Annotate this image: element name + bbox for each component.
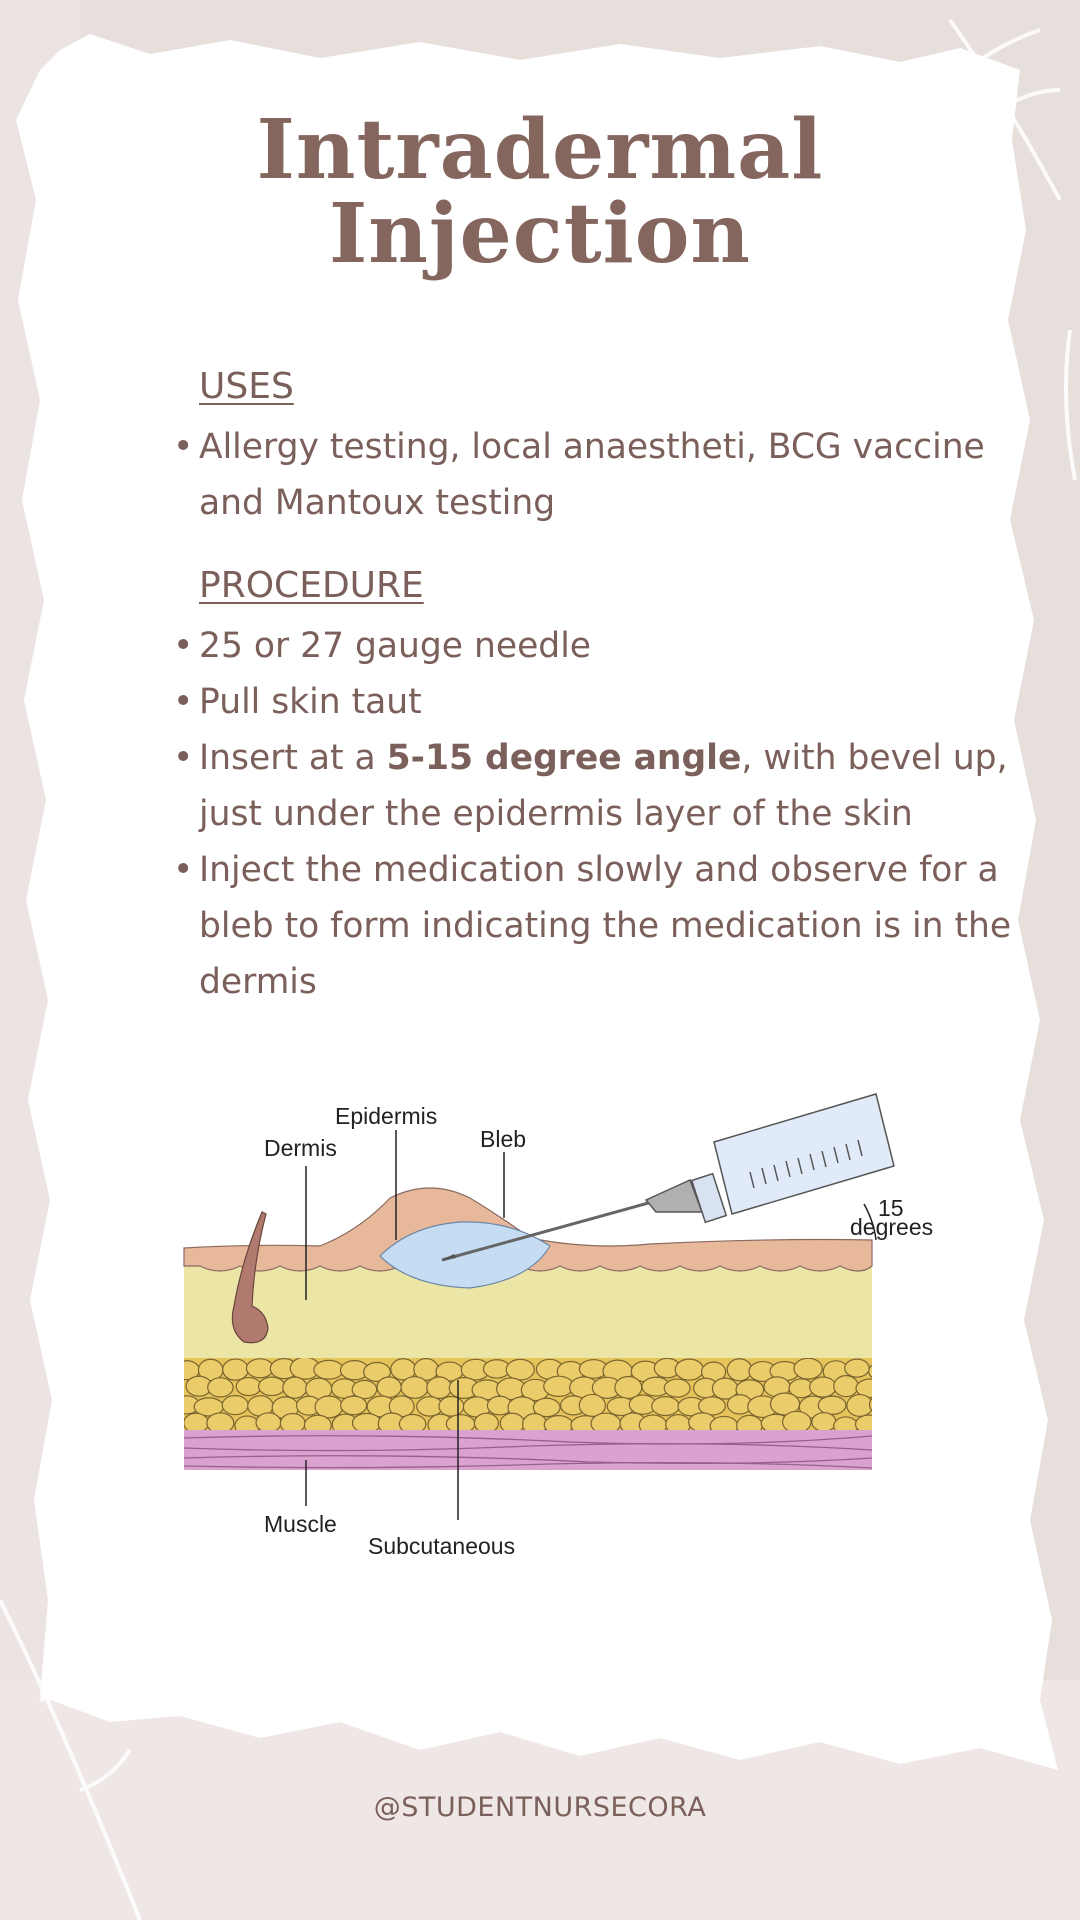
fat-cell [674, 1358, 704, 1381]
footer-handle: @STUDENTNURSECORA [373, 1792, 707, 1823]
fat-cell [543, 1375, 575, 1398]
page-title: Intradermal Injection [0, 108, 1080, 276]
label-subcutaneous: Subcutaneous [368, 1533, 515, 1559]
fat-cell [505, 1358, 535, 1381]
label-muscle: Muscle [264, 1511, 337, 1537]
fat-cell [206, 1412, 235, 1430]
fat-cell [184, 1412, 210, 1430]
insert-text-post: , with bevel up, just under the epidermi… [199, 738, 1008, 834]
fat-cell [651, 1396, 680, 1417]
fat-cell [398, 1413, 427, 1430]
fat-cell [222, 1358, 249, 1381]
fat-cell [809, 1376, 837, 1398]
fat-cell [400, 1376, 429, 1399]
title-line-2: Injection [328, 186, 752, 282]
title-line-1: Intradermal [256, 102, 824, 198]
procedure-list: 25 or 27 gauge needle Pull skin taut Ins… [173, 618, 1019, 1010]
dermis-layer [184, 1264, 872, 1364]
fat-cell [207, 1377, 234, 1398]
uses-bullet-1: Allergy testing, local anaestheti, BCG v… [173, 419, 1019, 531]
fat-cell [811, 1412, 837, 1430]
procedure-bullet-insert: Insert at a 5-15 degree angle, with beve… [173, 730, 1019, 842]
syringe [441, 1093, 895, 1262]
uses-heading: USES [199, 366, 294, 407]
fat-cell [438, 1395, 465, 1417]
fat-cell [255, 1412, 282, 1430]
hair-follicle [231, 1211, 269, 1344]
procedure-heading: PROCEDURE [199, 565, 424, 606]
procedure-bullet-needle: 25 or 27 gauge needle [173, 618, 1019, 674]
label-angle-unit: degrees [850, 1214, 933, 1240]
label-angle-value: 15 [878, 1195, 904, 1221]
fat-cell [376, 1376, 402, 1399]
fat-cell [532, 1397, 561, 1418]
fat-cell [663, 1378, 691, 1398]
fat-cell [781, 1410, 812, 1430]
fat-cell [793, 1358, 823, 1380]
insert-text-pre: Insert at a [199, 738, 387, 778]
fat-cell [314, 1395, 344, 1419]
fat-cell [855, 1378, 872, 1399]
fat-cell [221, 1395, 249, 1416]
fat-cell [846, 1393, 872, 1417]
epidermis-layer [183, 1187, 873, 1272]
fat-cell [844, 1358, 870, 1378]
insert-angle-emphasis: 5-15 degree angle [386, 738, 742, 778]
fat-cell [868, 1397, 872, 1412]
fat-cell [257, 1376, 286, 1397]
uses-list: Allergy testing, local anaestheti, BCG v… [173, 419, 1019, 531]
label-epidermis: Epidermis [335, 1103, 437, 1129]
fat-cell [313, 1359, 345, 1380]
angle-arc [863, 1203, 877, 1241]
fat-cell [833, 1375, 859, 1398]
label-bleb: Bleb [480, 1126, 526, 1152]
fat-cell [868, 1364, 872, 1378]
fat-cell [426, 1376, 453, 1400]
skin-layers-diagram: Epidermis Dermis Bleb 15 degrees Muscle … [183, 1093, 933, 1559]
fat-cell [303, 1414, 332, 1430]
fat-cell [245, 1358, 275, 1379]
fat-cell [726, 1358, 753, 1382]
fat-cell [473, 1412, 499, 1430]
fat-cell [363, 1361, 391, 1383]
fat-cell [235, 1376, 262, 1397]
fat-cell [698, 1396, 726, 1416]
fat-cell [817, 1395, 847, 1415]
fat-cell [854, 1414, 872, 1430]
label-dermis: Dermis [264, 1135, 337, 1161]
procedure-bullet-taut: Pull skin taut [173, 674, 1019, 730]
fat-cell [340, 1395, 368, 1416]
fat-cell [282, 1376, 308, 1399]
fat-cell [351, 1412, 382, 1430]
procedure-bullet-inject: Inject the medication slowly and observe… [173, 842, 1019, 1010]
